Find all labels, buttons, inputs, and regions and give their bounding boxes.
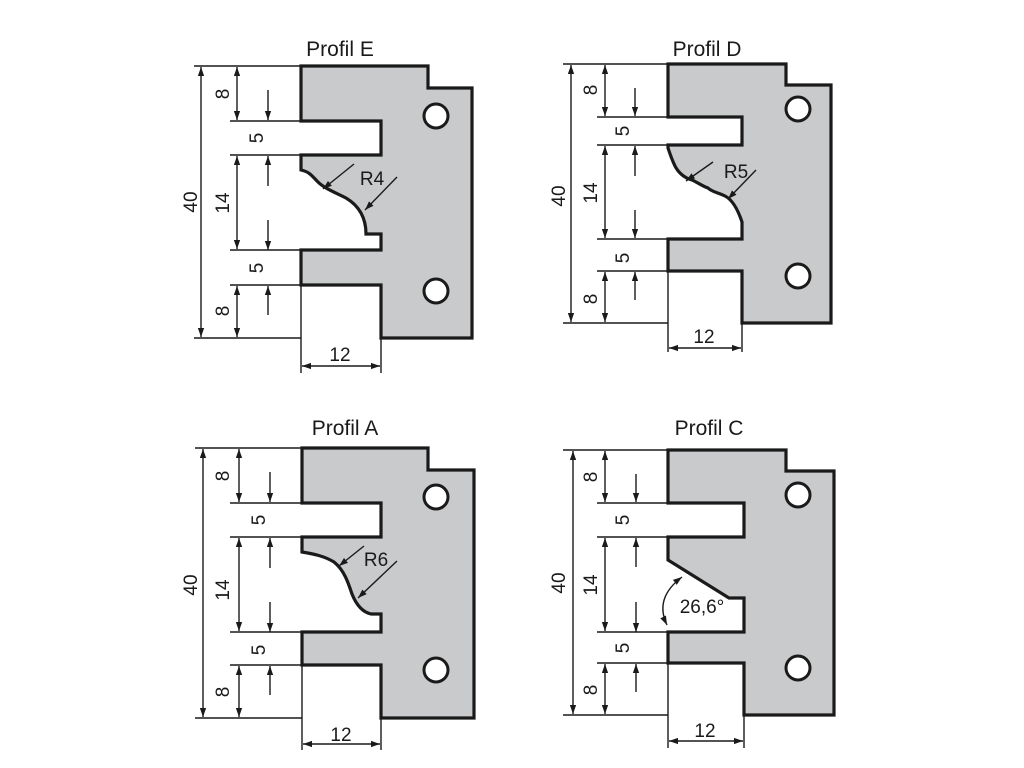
dimension-lines [563,449,745,748]
dimension-label-40: 40 [549,185,570,206]
mounting-hole [422,656,450,684]
dimension-lines [563,63,757,352]
dimension-label-40: 40 [181,574,202,595]
dimension-label-14: 14 [581,182,602,204]
dimension-label-14: 14 [581,574,602,596]
profile-title: Profil C [675,417,744,440]
dimension-label-8-top: 8 [213,89,234,100]
dimension-label-8-top: 8 [581,472,602,483]
profile-e-drawing: Profil E 40 8 5 14 5 [181,38,474,373]
mounting-hole [784,262,812,290]
dimension-label-40: 40 [549,572,570,593]
angle-label: 26,6° [680,597,725,618]
profile-body [666,448,836,717]
mounting-hole [422,102,450,130]
dimension-label-8-bottom: 8 [581,685,602,696]
dimension-label-5-top: 5 [613,126,634,137]
dimension-label-5-top: 5 [613,515,634,526]
dimension-label-8-bottom: 8 [581,294,602,305]
dimension-label-8-bottom: 8 [213,687,234,698]
profile-body [300,446,476,720]
profile-title: Profil A [312,417,379,440]
profile-body [299,64,474,340]
dimension-label-5-bottom: 5 [613,253,634,264]
profile-a-drawing: Profil A 40 8 5 14 5 [181,417,476,750]
dimension-label-12: 12 [329,345,350,366]
dimension-label-12: 12 [693,327,714,348]
dimension-label-8-bottom: 8 [213,306,234,317]
dimension-label-5-top: 5 [249,515,270,526]
profile-title: Profil E [306,38,374,61]
radius-label: R5 [724,162,748,183]
radius-label: R4 [360,169,385,190]
profile-body [666,62,833,325]
dimension-label-12: 12 [694,721,715,742]
profile-d-drawing: Profil D 40 8 5 14 5 [549,38,833,352]
mounting-hole [784,481,812,509]
dimension-label-5-bottom: 5 [613,643,634,654]
mounting-hole [784,95,812,123]
dimension-label-14: 14 [213,192,234,214]
profile-c-drawing: Profil C 40 8 5 14 5 8 [549,417,836,748]
dimension-lines [194,65,398,373]
dimension-label-8-top: 8 [213,471,234,482]
dimension-label-5-bottom: 5 [249,645,270,656]
dimension-label-40: 40 [181,191,202,212]
mounting-hole [422,483,450,511]
dimension-label-14: 14 [213,579,234,601]
dimension-label-8-top: 8 [581,85,602,96]
mounting-hole [422,277,450,305]
dimension-lines [195,447,398,750]
dimension-label-5-top: 5 [247,133,268,144]
profile-title: Profil D [673,38,742,61]
radius-label: R6 [364,550,388,571]
mounting-hole [784,654,812,682]
dimension-label-5-bottom: 5 [247,263,268,274]
dimension-label-12: 12 [330,725,351,746]
